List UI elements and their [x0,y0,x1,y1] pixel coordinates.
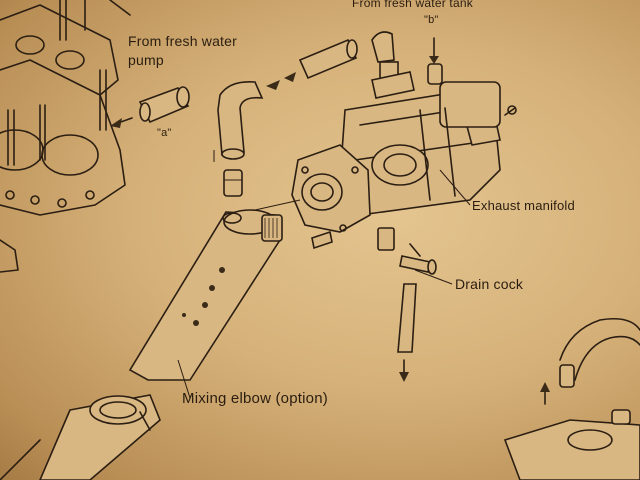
cylinder-head [0,0,131,273]
label-exhaust-manifold: Exhaust manifold [472,198,575,213]
tank-fittings [298,31,443,99]
upper-hose-elbow [213,72,296,197]
drain-cock [377,227,437,382]
label-mixing-elbow: Mixing elbow (option) [182,390,328,407]
lower-right-tank [503,317,640,480]
exhaust-flange [291,144,371,250]
label-part-a: "a" [157,127,172,139]
mixing-elbow [0,209,283,480]
label-drain-cock: Drain cock [455,276,524,292]
label-from-fresh-water-pump: From fresh water pump [128,33,237,68]
part-a-fitting [110,86,190,128]
label-from-fresh-water-tank: From fresh water tank [352,0,473,10]
label-part-b: "b" [424,14,439,26]
leader-lines [177,169,471,399]
